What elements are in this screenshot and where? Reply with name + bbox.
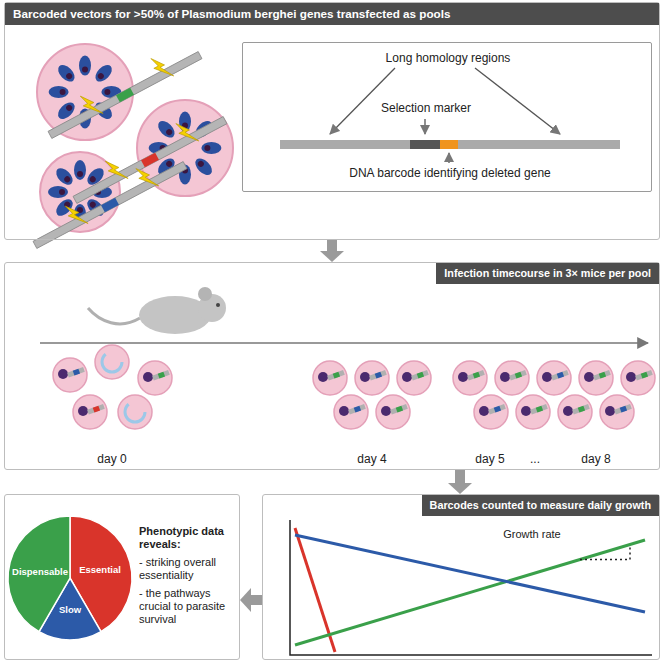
day-label: day 4 [357,452,386,466]
blood-cell [138,361,172,395]
merozoite [79,56,91,76]
lightning-bolt [64,200,89,230]
merozoite [55,62,78,85]
merozoite [192,155,215,178]
phenotype-pie [8,516,132,640]
leader-arrow [448,153,449,163]
timeline-arrow [40,342,648,344]
growth-line [295,540,645,645]
merozoite [48,186,68,198]
arrow-shaft [250,595,262,605]
merozoite [155,118,178,141]
merozoite [49,86,69,98]
merozoite [201,142,221,154]
blood-cell [53,358,87,392]
growth-chart [290,520,652,655]
blood-cell [355,361,389,395]
dna-construct [26,147,188,250]
summary-heading: Phenotypic data reveals: [139,525,235,551]
infected-cells [26,37,233,250]
panel: Barcodes counted to measure daily growth [262,494,660,660]
panel: Infection timecourse in 3× mice per pool [4,262,660,470]
flow-arrow [240,588,262,612]
arrow-shaft [327,240,337,252]
pie-label: Slow [59,604,81,615]
pie-label: Essential [79,564,121,575]
merozoite [53,165,76,188]
arrow-shaft [455,470,465,484]
blood-cell [397,361,431,395]
blood-cell [558,395,592,429]
flow-arrow [320,240,344,262]
red-blood-cell [37,44,133,140]
leader-arrow [475,68,560,134]
merozoite [92,62,115,85]
vector-inset: Long homology regionsSelection markerDNA… [242,42,652,192]
day-label: day 0 [97,452,126,466]
arrow-head [240,588,251,612]
panel: Barcoded vectors for >50% of Plasmodium … [4,2,660,240]
lightning-bolt [79,90,104,120]
lightning-bolt [174,118,199,148]
merozoite [74,160,86,180]
blood-cell [334,395,368,429]
part-label: DNA barcode identifying deleted gene [349,166,550,180]
part-label: Long homology regions [386,51,511,65]
day-label: day 5 [475,452,504,466]
mouse-icon [88,287,226,334]
axis-annotation: Growth rate [501,528,562,541]
flow-arrow [448,470,472,494]
blood-cell [73,395,107,429]
blood-cell [516,395,550,429]
lightning-bolt [149,53,174,83]
blood-cell [600,395,634,429]
blood-cell [621,361,655,395]
blood-cell [474,395,508,429]
arrow-head [448,483,472,494]
pie-label: Dispensable [12,566,68,577]
blood-cell [537,361,571,395]
panel-header: Infection timecourse in 3× mice per pool [436,263,659,284]
blood-cell [495,361,529,395]
part-label: Selection marker [381,101,471,115]
lightning-bolt [134,163,159,193]
blood-cell [453,361,487,395]
lightning-bolt [104,155,129,185]
blood-cell [313,361,347,395]
day-label: ... [530,452,540,466]
growth-rate-bracket [580,545,630,560]
growth-line [295,535,645,612]
panel-header: Barcoded vectors for >50% of Plasmodium … [5,3,659,25]
blood-cell [118,395,152,429]
summary-point: - the pathways crucial to parasite survi… [139,587,235,627]
leader-arrow [424,119,425,134]
blood-cell [579,361,613,395]
mouse-timecourse [40,287,655,429]
blood-cell [376,395,410,429]
arrow-head [320,251,344,262]
panel-header: Barcodes counted to measure daily growth [422,495,659,516]
day-label: day 8 [581,452,610,466]
vector-construct [280,68,620,163]
blood-cell [95,345,129,379]
summary-point: - striking overall essentiality [139,556,235,582]
